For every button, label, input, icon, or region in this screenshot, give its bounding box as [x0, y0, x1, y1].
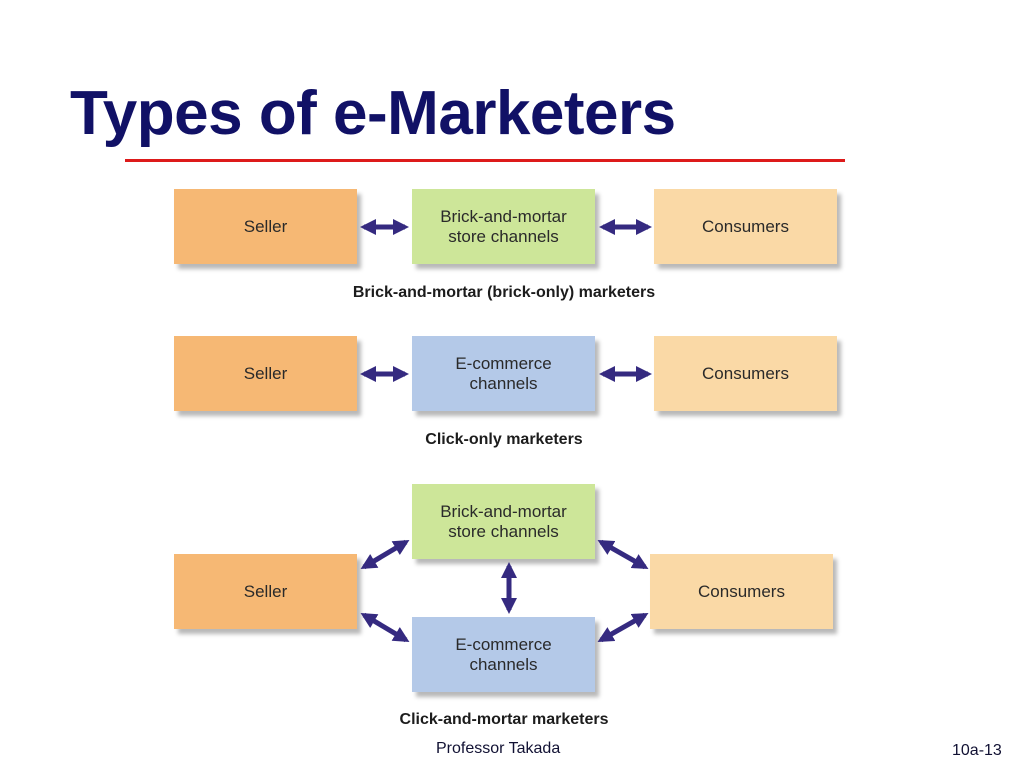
click-only-consumers-box: Consumers — [654, 336, 837, 411]
click-and-mortar-consumers-box: Consumers — [650, 554, 833, 629]
brick-only-caption: Brick-and-mortar (brick-only) marketers — [352, 284, 656, 301]
click-only-seller-box: Seller — [174, 336, 357, 411]
brick-only-seller-box: Seller — [174, 189, 357, 264]
ecommerce-to-consumers-diagonal-arrow — [597, 612, 649, 643]
footer-presenter: Professor Takada — [436, 740, 561, 757]
title-underline — [125, 159, 845, 162]
slide-number: 10a-13 — [952, 742, 1002, 759]
store-to-consumers-diagonal-arrow — [597, 539, 649, 570]
click-and-mortar-caption: Click-and-mortar marketers — [399, 711, 609, 728]
click-and-mortar-seller-box: Seller — [174, 554, 357, 629]
brick-only-consumers-box: Consumers — [654, 189, 837, 264]
seller-to-ecommerce-diagonal-arrow — [360, 612, 410, 643]
slide-title: Types of e-Marketers — [70, 79, 676, 148]
click-only-caption: Click-only marketers — [425, 431, 583, 448]
seller-to-store-diagonal-arrow — [360, 539, 410, 570]
